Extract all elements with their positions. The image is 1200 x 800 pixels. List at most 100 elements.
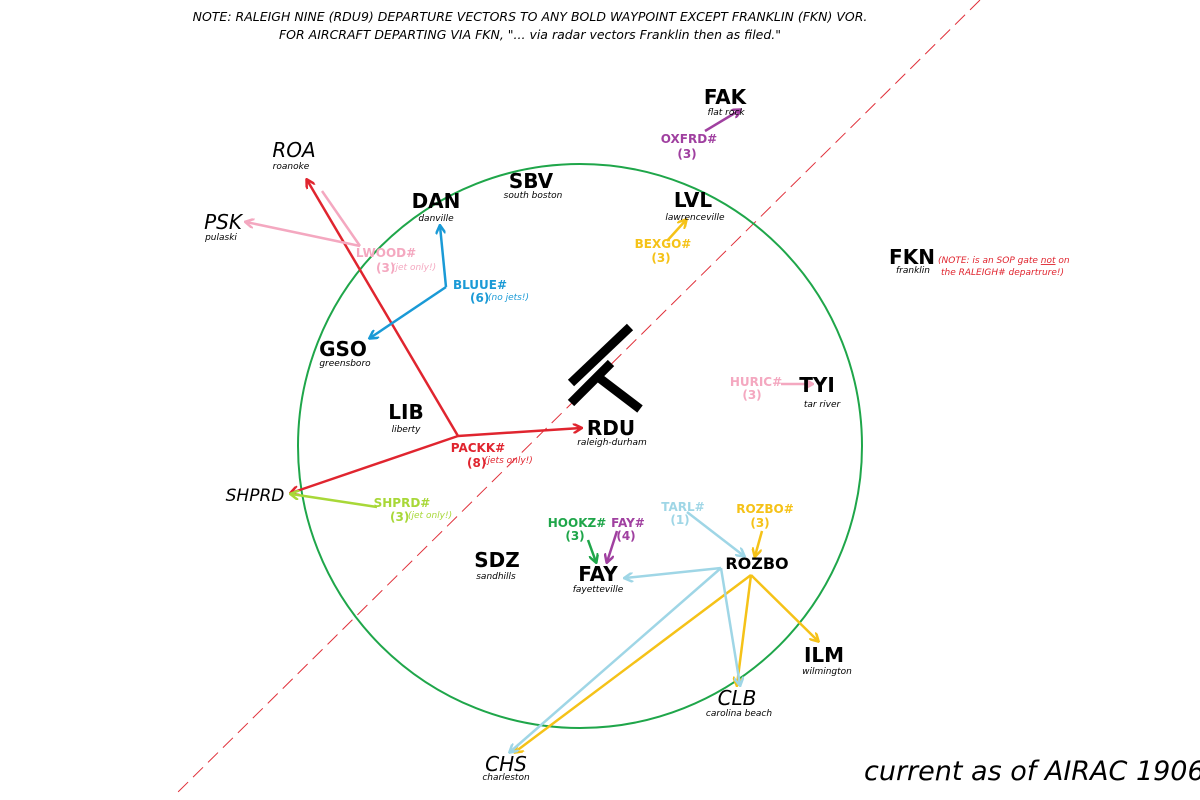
waypoint-lvl-id: LVL xyxy=(674,188,712,212)
waypoint-fak-id: FAK xyxy=(704,85,748,109)
waypoint-roa: ROA roanoke xyxy=(272,138,315,172)
waypoint-sdz: SDZ sandhills xyxy=(474,548,520,582)
waypoint-tyi-name: tar river xyxy=(804,400,842,410)
waypoint-chs-id: CHS xyxy=(485,752,527,776)
waypoint-rozbo: ROZBO xyxy=(725,554,788,573)
route-bluue-dan xyxy=(440,226,448,288)
waypoint-sdz-id: SDZ xyxy=(474,548,520,572)
waypoint-chs-name: charleston xyxy=(482,773,530,783)
waypoint-gso-name: greensboro xyxy=(319,359,371,369)
departure-note: NOTE: RALEIGH NINE (RDU9) DEPARTURE VECT… xyxy=(0,8,1060,44)
note-line-2: FOR AIRCRAFT DEPARTING VIA FKN, "... via… xyxy=(278,27,782,42)
gate-lwood-count: (3) xyxy=(376,261,395,275)
gate-bluue-count: (6) xyxy=(470,291,489,305)
gate-shprd-note: (jet only!) xyxy=(408,511,452,521)
route-packk-roa xyxy=(307,180,460,437)
fkn-note: (NOTE: is an SOP gate not on the RALEIGH… xyxy=(938,256,1070,278)
route-bluue-gso xyxy=(370,285,447,338)
gate-bluue-note: (no jets!) xyxy=(488,293,529,303)
waypoint-tyi: TYI tar river xyxy=(799,373,841,410)
gate-shprd: SHPRD# (3) (jet only!) xyxy=(374,496,452,524)
route-lwood-roa xyxy=(320,190,362,247)
runway-2 xyxy=(567,359,615,407)
note-line-1: NOTE: RALEIGH NINE (RDU9) DEPARTURE VECT… xyxy=(192,9,868,24)
route-lblue-chs xyxy=(510,567,722,752)
airac-footer: current as of AIRAC 1906 xyxy=(864,756,1200,787)
gate-bluue: BLUUE# (6) (no jets!) xyxy=(453,278,529,305)
gate-lwood: LWOOD# (3) (jet only!) xyxy=(356,246,436,275)
runway-3 xyxy=(595,373,643,413)
gate-bexgo-name: BEXGO# xyxy=(635,237,692,251)
gate-rozbo: ROZBO# (3) xyxy=(736,502,794,530)
route-bexgo-lvl xyxy=(666,220,686,242)
route-rozbo-clb xyxy=(737,574,753,685)
gate-bluue-name: BLUUE# xyxy=(453,278,507,292)
waypoint-chs: CHS charleston xyxy=(482,752,530,783)
route-shprd-gate-shprd xyxy=(291,494,378,509)
route-fay-gate-fay xyxy=(607,530,619,562)
waypoint-dan-id: DAN xyxy=(412,189,461,213)
waypoint-roa-name: roanoke xyxy=(273,162,310,172)
waypoint-psk: PSK pulaski xyxy=(204,210,244,243)
waypoint-lib-id: LIB xyxy=(388,400,423,424)
waypoint-sbv-id: SBV xyxy=(509,169,554,193)
gate-bexgo-count: (3) xyxy=(651,251,670,265)
gate-packk-name: PACKK# xyxy=(451,441,505,455)
range-circle xyxy=(297,163,863,729)
gate-packk-count: (8) xyxy=(467,456,486,470)
route-lwood-psk xyxy=(246,222,361,248)
waypoint-gso-id: GSO xyxy=(319,337,367,361)
waypoint-ilm: ILM wilmington xyxy=(802,643,852,677)
waypoint-ilm-id: ILM xyxy=(804,643,844,667)
waypoint-lib: LIB liberty xyxy=(388,400,423,435)
waypoint-fkn-name: franklin xyxy=(896,266,930,276)
gate-packk: PACKK# (8) (jets only!) xyxy=(451,441,533,470)
waypoint-lvl: LVL lawrenceville xyxy=(665,188,725,223)
waypoint-clb-id: CLB xyxy=(718,686,757,710)
waypoint-fay: FAY fayetteville xyxy=(573,562,624,595)
gate-huric-name: HURIC# xyxy=(730,375,782,389)
gate-lwood-name: LWOOD# xyxy=(356,246,416,260)
route-rozbo-chs xyxy=(515,574,752,752)
gate-oxfrd-name: OXFRD# xyxy=(661,132,717,146)
waypoint-fkn-id: FKN xyxy=(889,245,935,269)
waypoint-clb: CLB carolina beach xyxy=(706,686,772,719)
waypoint-fay-id: FAY xyxy=(578,562,618,586)
gate-packk-note: (jets only!) xyxy=(484,456,533,466)
waypoint-clb-name: carolina beach xyxy=(706,709,772,719)
waypoint-sbv-name: south boston xyxy=(504,191,563,201)
waypoint-fkn: FKN franklin xyxy=(889,245,935,276)
gate-shprd-name: SHPRD# xyxy=(374,496,431,510)
waypoint-ilm-name: wilmington xyxy=(802,667,852,677)
gate-rozbo-name: ROZBO# xyxy=(736,502,794,516)
gate-tarl-name: TARL# xyxy=(661,500,704,514)
waypoint-tyi-id: TYI xyxy=(799,373,835,397)
gate-rozbo-count: (3) xyxy=(750,516,769,530)
waypoint-rozbo-id: ROZBO xyxy=(725,554,788,573)
fkn-note-line-2: the RALEIGH# departrure!) xyxy=(941,268,1064,278)
waypoint-dan: DAN danville xyxy=(412,189,461,224)
gate-hookz: HOOKZ# (3) xyxy=(548,516,607,543)
route-packk-rdu xyxy=(457,428,581,438)
route-lblue-clb xyxy=(719,567,740,685)
waypoint-fak-name: flat rock xyxy=(707,108,745,118)
route-rozbo-ilm xyxy=(750,574,818,641)
runway-symbol xyxy=(567,323,643,413)
gate-shprd-count: (3) xyxy=(390,510,409,524)
gate-bexgo: BEXGO# (3) xyxy=(635,237,692,265)
route-rozbo-gate-rozbo xyxy=(755,530,764,556)
waypoint-sbv: SBV south boston xyxy=(504,169,563,201)
waypoint-lvl-name: lawrenceville xyxy=(665,213,725,223)
waypoint-lib-name: liberty xyxy=(392,425,421,435)
route-hookz-fay xyxy=(586,539,596,562)
waypoint-rdu-name: raleigh-durham xyxy=(577,438,647,448)
waypoint-psk-name: pulaski xyxy=(204,233,237,243)
gate-fay-name: FAY# xyxy=(611,516,645,530)
gate-fay: FAY# (4) xyxy=(611,516,645,543)
waypoint-fak: FAK flat rock xyxy=(704,85,748,118)
waypoint-dan-name: danville xyxy=(418,214,454,224)
route-lblue-fay xyxy=(625,566,722,578)
route-tarl-rozbo xyxy=(686,511,744,556)
waypoint-shprd-id: SHPRD xyxy=(226,486,285,506)
route-oxfrd-fak xyxy=(704,110,740,133)
